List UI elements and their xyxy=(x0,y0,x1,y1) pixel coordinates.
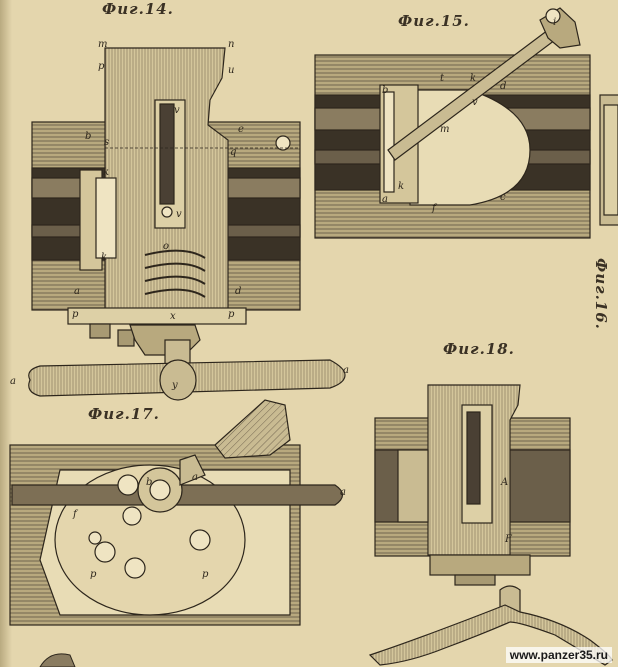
fig14-drawing xyxy=(28,47,346,401)
fig15-label: b xyxy=(382,85,389,96)
fig14-label: o xyxy=(163,241,170,252)
fig17-drawing xyxy=(9,399,344,626)
fig17-label: p xyxy=(90,569,97,580)
fig17-label: p xyxy=(202,569,209,580)
fig15-caption: Фиг.15. xyxy=(398,12,470,30)
partial-figure-bottom-left xyxy=(39,653,76,667)
fig15-drawing xyxy=(314,7,591,239)
fig18-label: F xyxy=(505,534,512,545)
fig15-label: d xyxy=(500,81,507,92)
fig14-label: n xyxy=(228,39,235,50)
fig14-label: k xyxy=(103,167,110,178)
fig15-label: c xyxy=(500,192,506,203)
fig14-label: e xyxy=(238,124,244,135)
fig15-label: k xyxy=(398,181,405,192)
fig15-label: m xyxy=(440,124,450,135)
fig15-label: f xyxy=(432,203,436,214)
fig14-label: k xyxy=(101,252,108,263)
fig14-label: a xyxy=(74,286,80,297)
fig14-label: m xyxy=(98,39,108,50)
site-watermark: www.panzer35.ru xyxy=(505,647,612,663)
fig17-label: a xyxy=(340,487,346,498)
fig16-drawing-edge xyxy=(599,94,618,226)
fig17-caption: Фиг.17. xyxy=(88,405,160,423)
fig14-label: p xyxy=(228,309,235,320)
fig15-label: t xyxy=(440,73,445,84)
fig14-label: p xyxy=(72,309,79,320)
fig16-caption: Фиг.16. xyxy=(592,258,610,330)
fig15-label: a xyxy=(382,194,388,205)
fig14-label: x xyxy=(170,311,176,322)
page-edge-shadow xyxy=(0,0,12,667)
fig14-label: y xyxy=(172,380,178,391)
fig18-caption: Фиг.18. xyxy=(443,340,515,358)
fig14-caption: Фиг.14. xyxy=(102,0,174,18)
fig18-drawing xyxy=(368,384,613,666)
fig15-label: i xyxy=(553,17,557,28)
fig17-label: a xyxy=(192,472,198,483)
fig18-label: A xyxy=(501,477,509,488)
fig17-label: f xyxy=(73,509,77,520)
fig15-label: k xyxy=(470,73,477,84)
fig14-label: u xyxy=(228,65,235,76)
fig15-label: v xyxy=(472,97,478,108)
fig14-label: q xyxy=(230,147,237,158)
fig14-label: s xyxy=(104,137,110,148)
fig14-label: a xyxy=(343,365,349,376)
fig17-label: b xyxy=(146,477,153,488)
fig14-label: b xyxy=(85,131,92,142)
fig14-label: v xyxy=(176,209,182,220)
fig14-label: v xyxy=(174,105,180,116)
fig14-label: d xyxy=(235,286,242,297)
fig14-label: p xyxy=(98,61,105,72)
fig14-label: a xyxy=(10,376,16,387)
